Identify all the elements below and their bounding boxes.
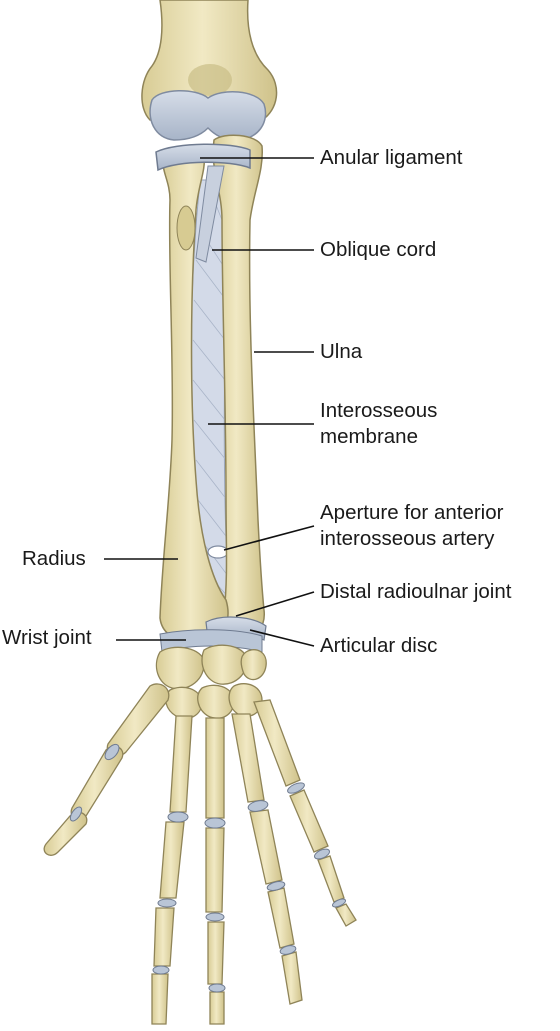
aperture-opening (207, 545, 229, 559)
finger-bones (151, 699, 357, 1025)
label-aperture: Aperture for anterior interosseous arter… (320, 500, 503, 552)
label-distal-radioulnar-joint: Distal radioulnar joint (320, 579, 511, 605)
label-ulna-text: Ulna (320, 340, 363, 363)
label-radius: Radius (22, 546, 86, 572)
label-aperture-line2: interosseous artery (320, 527, 495, 550)
label-aperture-line1: Aperture for anterior (320, 501, 504, 524)
olecranon-fossa (188, 64, 232, 96)
finger-joint-caps (152, 782, 347, 993)
label-wrist-joint: Wrist joint (2, 625, 92, 651)
carpal-bones (155, 644, 267, 719)
leader-aperture (223, 525, 315, 551)
oblique-cord-band (195, 165, 225, 263)
label-oblique-cord-text: Oblique cord (320, 238, 437, 261)
label-articular-disc: Articular disc (320, 633, 437, 659)
label-ulna: Ulna (320, 339, 362, 365)
thumb-bones (43, 683, 170, 856)
label-anular-ligament: Anular ligament (320, 145, 462, 171)
leader-lines (104, 157, 315, 647)
label-oblique-cord: Oblique cord (320, 237, 436, 263)
label-interosseous-membrane-line1: Interosseous (320, 399, 438, 422)
thumb-joint-caps (69, 743, 120, 822)
humerus-articular-cartilage (149, 90, 267, 141)
label-interosseous-membrane-line2: membrane (320, 425, 418, 448)
label-articular-disc-text: Articular disc (320, 634, 438, 657)
anular-ligament-band (155, 143, 251, 172)
label-anular-ligament-text: Anular ligament (320, 146, 463, 169)
label-interosseous-membrane: Interosseous membrane (320, 398, 437, 450)
label-radius-text: Radius (22, 547, 86, 570)
label-distal-radioulnar-joint-text: Distal radioulnar joint (320, 580, 512, 603)
leader-distal-radioulnar-joint (235, 591, 315, 617)
leader-articular-disc (249, 629, 315, 647)
label-wrist-joint-text: Wrist joint (2, 626, 92, 649)
radial-tuberosity (176, 205, 196, 251)
